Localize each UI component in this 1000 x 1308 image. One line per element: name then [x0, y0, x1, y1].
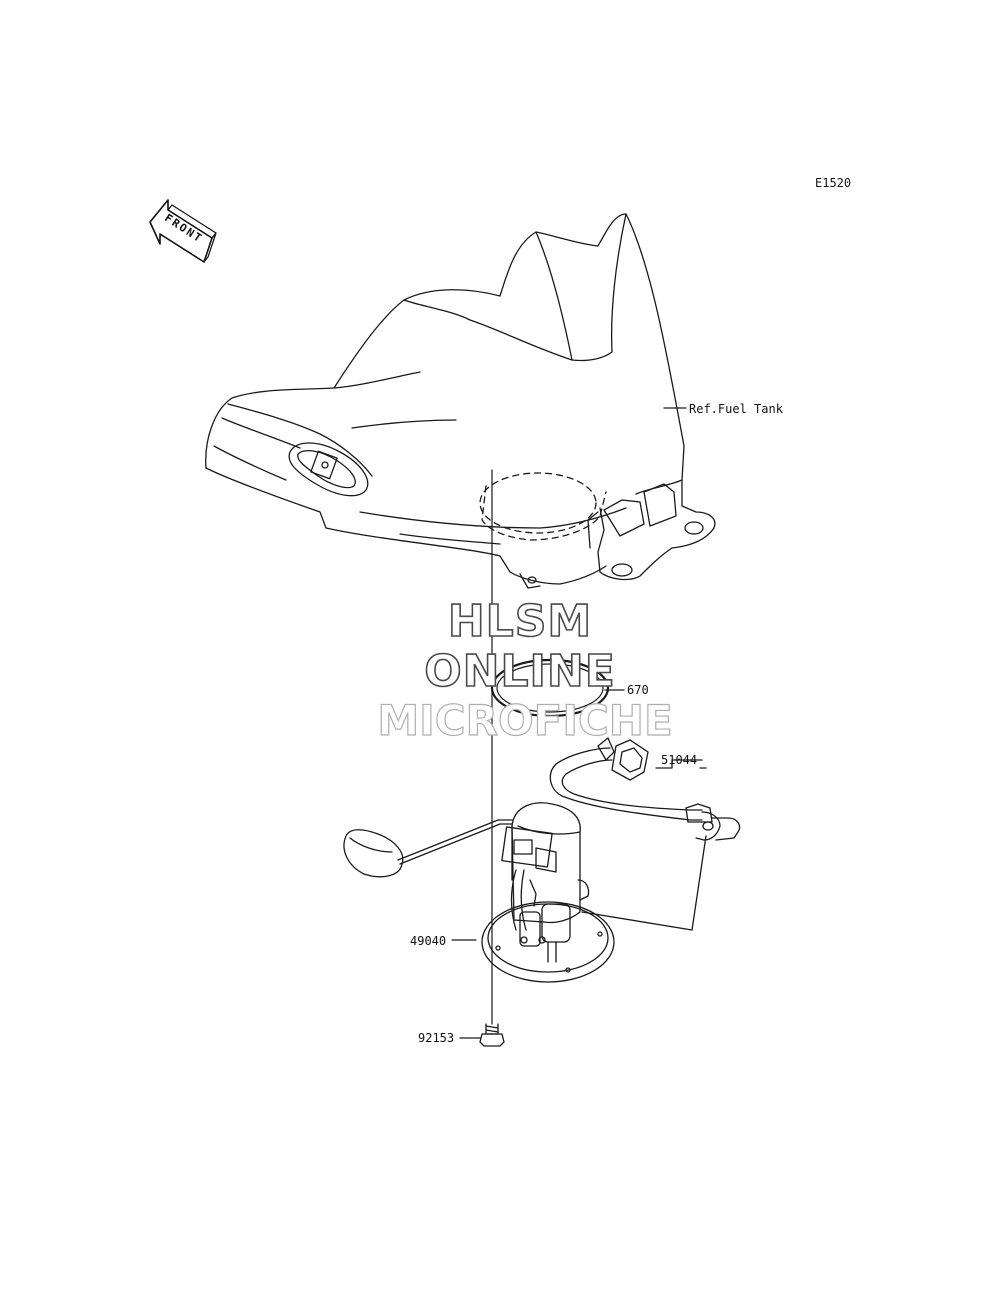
fuel-hose-drawing [549, 737, 741, 841]
watermark-line-2: ONLINE [423, 645, 616, 698]
watermark-line-1: HLSM [447, 595, 593, 648]
fuel-pump-drawing [343, 802, 707, 983]
diagram-code: E1520 [815, 176, 852, 190]
label-hose: 51044 [661, 753, 698, 767]
fuel-tank-drawing [205, 213, 716, 589]
bolt-drawing [459, 1023, 505, 1047]
label-pump: 49040 [410, 934, 447, 948]
label-o-ring: 670 [627, 683, 649, 697]
o-ring-drawing [490, 658, 625, 718]
label-fuel-tank: Ref.Fuel Tank [689, 402, 783, 416]
watermark-line-3: MICROFICHE [377, 695, 673, 745]
label-bolt: 92153 [418, 1031, 455, 1045]
front-arrow-icon [149, 199, 217, 263]
